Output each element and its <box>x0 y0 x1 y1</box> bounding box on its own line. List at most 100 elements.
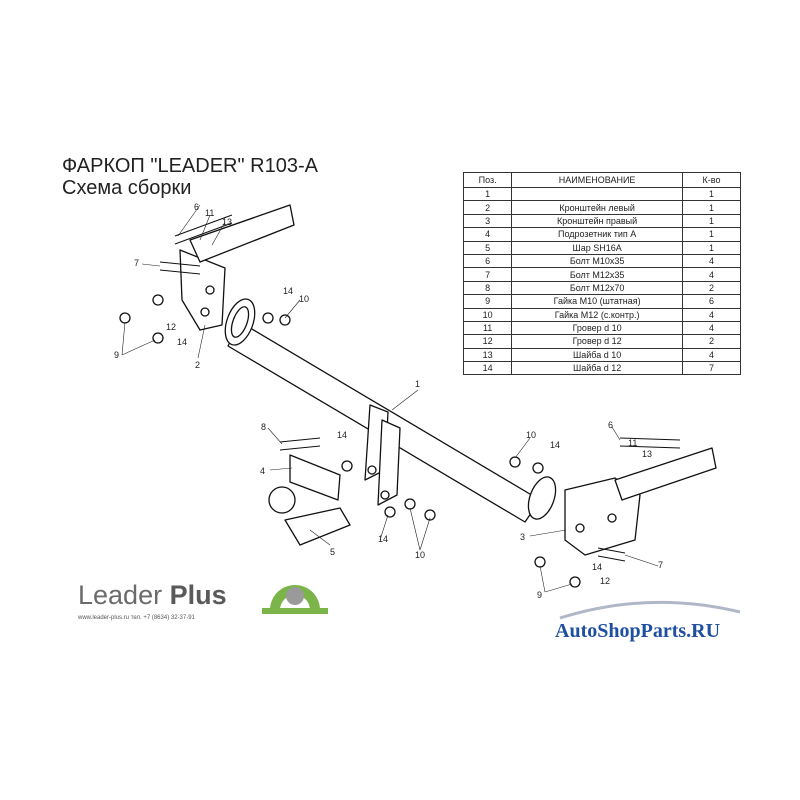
nut-right-2 <box>569 576 581 588</box>
washer-left <box>262 312 274 324</box>
callout-4: 4 <box>260 466 265 476</box>
leader-9r <box>539 565 573 593</box>
right-bracket-hole-2 <box>607 513 617 523</box>
washer-mid <box>279 314 291 326</box>
callout-10-a: 10 <box>299 294 309 304</box>
watermark-swoosh-icon <box>559 600 741 620</box>
washer-center <box>384 506 396 518</box>
callout-14-b: 14 <box>177 337 187 347</box>
leader-7l <box>141 263 161 267</box>
callout-14-f: 14 <box>592 562 602 572</box>
cell-qty: 7 <box>682 361 741 376</box>
title-line-2: Схема сборки <box>62 177 192 199</box>
callout-7-right: 7 <box>658 560 663 570</box>
nut-left-1 <box>119 312 131 324</box>
callout-12-right: 12 <box>600 576 610 586</box>
leader-7r <box>624 554 659 567</box>
leader-10b <box>409 507 431 551</box>
right-bracket-arm <box>614 447 717 501</box>
tow-ball <box>268 486 296 514</box>
hitch-hole-a <box>367 465 377 475</box>
callout-14-a: 14 <box>283 286 293 296</box>
nut-left-3 <box>152 332 164 344</box>
callout-10-b: 10 <box>415 550 425 560</box>
logo-name-bold: Plus <box>169 580 227 610</box>
leader-3 <box>529 529 567 537</box>
callout-2: 2 <box>195 360 200 370</box>
callout-6-left: 6 <box>194 202 199 212</box>
callout-8: 8 <box>261 422 266 432</box>
callout-14-c: 14 <box>337 430 347 440</box>
leader-2 <box>197 324 206 359</box>
callout-14-d: 14 <box>378 534 388 544</box>
leader-14 <box>379 514 389 541</box>
leader-5 <box>309 529 331 546</box>
tube-end-right <box>527 476 557 520</box>
nut-top-1 <box>509 456 521 468</box>
watermark-text: AutoShopParts.RU <box>555 620 721 642</box>
right-bracket-hole-1 <box>575 523 585 533</box>
callout-10-c: 10 <box>526 430 536 440</box>
nut-center-2 <box>404 498 416 510</box>
diagram-title: ФАРКОП "LEADER" R103-A Схема сборки <box>62 155 318 199</box>
leader-10c <box>514 437 531 459</box>
hitch-hole-b <box>380 490 390 500</box>
logo-name-light: Leader <box>78 580 170 610</box>
left-bracket-plate <box>179 249 226 331</box>
leader-6r <box>611 426 621 441</box>
leader-plus-logo: Leader Plus www.leader-plus.ru тел. +7 (… <box>78 580 227 621</box>
leader-11l <box>199 214 211 241</box>
logo-name: Leader Plus <box>78 580 227 611</box>
callout-1: 1 <box>415 379 420 389</box>
leader-13l <box>211 221 226 246</box>
callout-11-left: 11 <box>205 208 214 218</box>
leader-plus-emblem-icon <box>262 584 328 614</box>
leader-10a <box>284 299 301 319</box>
bolt-left-mid <box>159 261 201 275</box>
left-bracket-hole-2 <box>200 307 210 317</box>
table-header-row: Поз. НАИМЕНОВАНИЕ К-во <box>462 172 741 188</box>
nut-top-2 <box>532 462 544 474</box>
leader-1 <box>391 389 419 411</box>
callout-9-left: 9 <box>114 350 119 360</box>
callout-3: 3 <box>520 532 525 542</box>
tow-ball-neck <box>284 507 351 546</box>
nut-center-1 <box>424 509 436 521</box>
logo-contacts: www.leader-plus.ru тел. +7 (8634) 32-37-… <box>78 615 195 621</box>
washer-socket <box>341 460 353 472</box>
callout-6-right: 6 <box>608 420 613 430</box>
nut-right-1 <box>534 556 546 568</box>
hitch-plate-b <box>377 419 401 506</box>
callout-5: 5 <box>330 547 335 557</box>
callout-12-left: 12 <box>166 322 176 332</box>
leader-6l <box>177 204 201 237</box>
title-line-1: ФАРКОП "LEADER" R103-A <box>62 155 318 177</box>
socket-plate <box>289 454 341 501</box>
leader-4 <box>269 467 293 471</box>
callout-13-left: 13 <box>222 217 232 227</box>
bolt-right-low <box>597 547 626 562</box>
nut-left-2 <box>152 294 164 306</box>
callout-14-e: 14 <box>550 440 560 450</box>
callout-13-right: 13 <box>642 449 652 459</box>
leader-9l <box>121 321 156 356</box>
cell-pos: 14 <box>462 361 513 376</box>
tube-end-left-inner <box>230 306 250 338</box>
callout-9-right: 9 <box>537 590 542 600</box>
left-bracket-arm <box>189 204 295 263</box>
callout-11-right: 11 <box>628 438 637 448</box>
leader-8 <box>267 427 283 445</box>
bolt-center <box>279 437 321 451</box>
callout-7-left: 7 <box>134 258 139 268</box>
left-bracket-hole-1 <box>205 285 215 295</box>
bolt-right-top <box>619 437 681 449</box>
